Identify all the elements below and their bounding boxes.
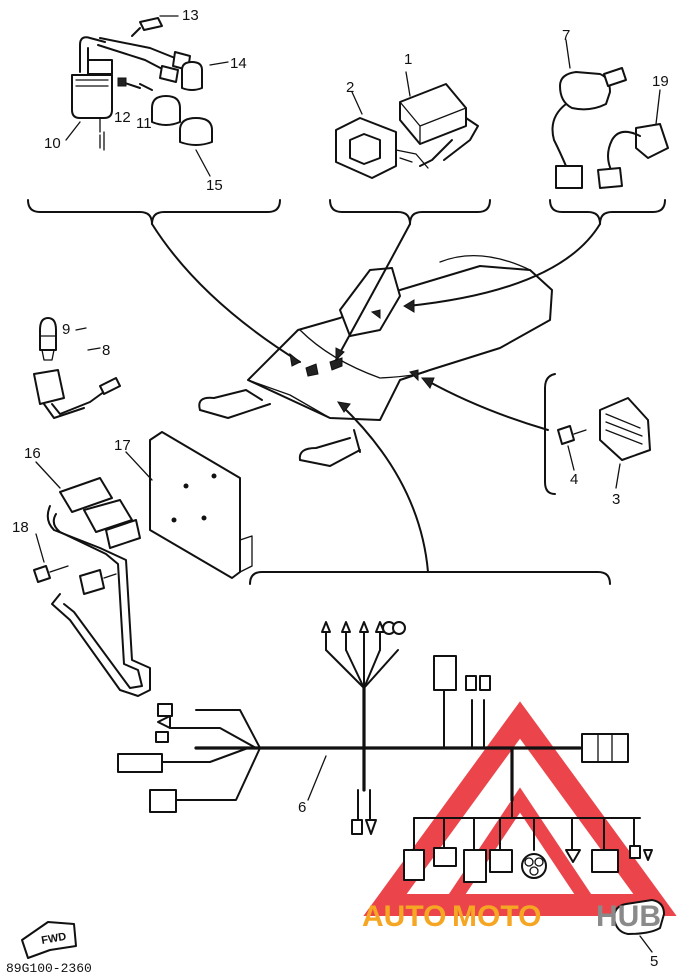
snowmobile-outline <box>198 254 553 467</box>
part-number-14: 14 <box>230 55 247 72</box>
watermark-moto: MOTO <box>452 900 541 933</box>
relay-harness-group <box>33 461 151 697</box>
part-number-8: 8 <box>102 342 110 359</box>
part-number-11: 11 <box>136 115 152 132</box>
drawing-code: 89G100-2360 <box>6 961 92 976</box>
fwd-arrow-icon: FWD <box>21 921 77 959</box>
tail-light-group <box>33 317 121 419</box>
part-number-17: 17 <box>114 437 131 454</box>
part-number-9: 9 <box>62 321 70 338</box>
part-number-labels: 1 2 3 4 5 6 7 8 9 10 11 12 13 14 15 16 1… <box>12 7 669 970</box>
part-number-18: 18 <box>12 519 29 536</box>
part-number-3: 3 <box>612 491 620 508</box>
assembly-arrows <box>151 223 601 573</box>
part-number-7: 7 <box>562 27 570 44</box>
cdi-unit-group <box>329 71 491 225</box>
ignition-coil-group <box>27 15 281 225</box>
regulator-group <box>544 373 651 495</box>
part-number-10: 10 <box>44 135 61 152</box>
part-number-5: 5 <box>650 953 658 970</box>
part-number-15: 15 <box>206 177 223 194</box>
main-switch-group <box>549 39 669 225</box>
watermark-hub: HUB <box>596 900 661 933</box>
part-number-4: 4 <box>570 471 578 488</box>
part-number-12: 12 <box>114 109 131 126</box>
bracket-plate <box>125 431 253 579</box>
part-number-16: 16 <box>24 445 41 462</box>
part-number-1: 1 <box>404 51 412 68</box>
part-number-2: 2 <box>346 79 354 96</box>
part-number-13: 13 <box>182 7 199 24</box>
fwd-label: FWD <box>40 931 67 947</box>
wire-harness-group <box>117 571 665 953</box>
part-number-6: 6 <box>298 799 306 816</box>
part-number-19: 19 <box>652 73 669 90</box>
watermark-auto: AUTO <box>362 900 446 933</box>
watermark-text: AUTO MOTO HUB <box>362 900 661 933</box>
